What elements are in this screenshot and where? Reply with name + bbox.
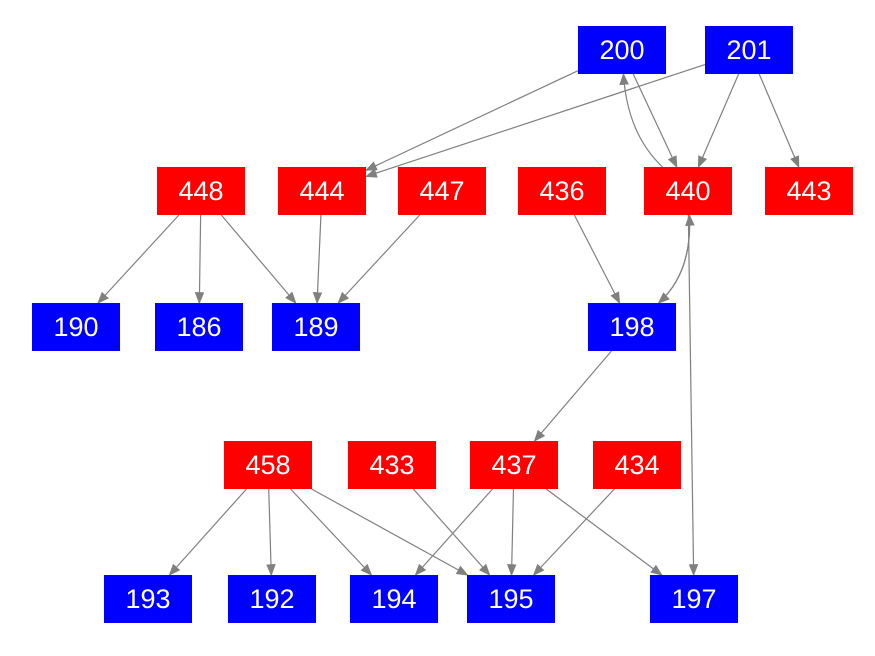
graph-node-448[interactable]: 448 xyxy=(157,167,245,215)
graph-node-label: 189 xyxy=(293,311,339,342)
graph-node-label: 195 xyxy=(488,583,534,614)
graph-node-label: 192 xyxy=(249,583,295,614)
graph-edge-200-to-444 xyxy=(364,70,579,171)
graph-node-label: 186 xyxy=(176,311,222,342)
graph-node-label: 444 xyxy=(299,175,345,206)
graph-node-label: 437 xyxy=(491,449,537,480)
graph-edge-447-to-189 xyxy=(337,214,421,304)
graph-edge-198-to-440 xyxy=(658,213,695,304)
edge-group xyxy=(97,63,800,577)
graph-node-443[interactable]: 443 xyxy=(765,167,853,215)
graph-node-186[interactable]: 186 xyxy=(155,303,243,351)
graph-node-label: 194 xyxy=(371,583,417,614)
graph-edge-198-to-437 xyxy=(533,350,612,442)
graph-edge-444-to-189 xyxy=(312,214,323,305)
graph-edge-458-to-192 xyxy=(266,488,276,577)
graph-edge-440-to-197 xyxy=(687,214,699,577)
graph-edge-440-to-200 xyxy=(619,72,663,168)
graph-edge-201-to-443 xyxy=(758,73,800,169)
graph-edge-436-to-198 xyxy=(573,214,621,305)
graph-node-190[interactable]: 190 xyxy=(32,303,120,351)
graph-edge-437-to-197 xyxy=(545,488,663,576)
graph-node-192[interactable]: 192 xyxy=(228,575,316,623)
graph-node-436[interactable]: 436 xyxy=(518,167,606,215)
graph-node-437[interactable]: 437 xyxy=(470,441,558,489)
graph-edge-433-to-195 xyxy=(412,488,491,576)
graph-edge-434-to-195 xyxy=(532,488,615,576)
graph-node-444[interactable]: 444 xyxy=(278,167,366,215)
graph-node-label: 197 xyxy=(671,583,717,614)
graph-edge-458-to-194 xyxy=(290,488,373,576)
graph-node-194[interactable]: 194 xyxy=(350,575,438,623)
graph-node-label: 201 xyxy=(726,34,772,65)
graph-node-458[interactable]: 458 xyxy=(224,441,312,489)
graph-node-label: 443 xyxy=(786,175,832,206)
graph-node-label: 190 xyxy=(53,311,99,342)
graph-edge-448-to-186 xyxy=(194,214,205,305)
graph-edge-458-to-193 xyxy=(168,488,247,576)
graph-node-label: 458 xyxy=(245,449,291,480)
graph-node-198[interactable]: 198 xyxy=(588,303,676,351)
graph-node-label: 448 xyxy=(178,175,224,206)
graph-node-label: 198 xyxy=(609,311,655,342)
graph-node-label: 440 xyxy=(665,175,711,206)
graph-node-label: 434 xyxy=(614,449,660,480)
graph-node-200[interactable]: 200 xyxy=(578,26,666,74)
graph-node-label: 433 xyxy=(369,449,415,480)
graph-node-label: 447 xyxy=(419,175,465,206)
graph-node-440[interactable]: 440 xyxy=(644,167,732,215)
graph-node-434[interactable]: 434 xyxy=(593,441,681,489)
graph-node-195[interactable]: 195 xyxy=(467,575,555,623)
graph-node-201[interactable]: 201 xyxy=(705,26,793,74)
graph-edge-437-to-195 xyxy=(506,488,517,577)
graph-node-label: 436 xyxy=(539,175,585,206)
graph-edge-458-to-195 xyxy=(311,488,469,576)
graph-node-447[interactable]: 447 xyxy=(398,167,486,215)
graph-node-label: 200 xyxy=(599,34,645,65)
graph-node-193[interactable]: 193 xyxy=(104,575,192,623)
graph-edge-437-to-194 xyxy=(414,488,493,576)
graph-node-433[interactable]: 433 xyxy=(348,441,436,489)
graph-edge-200-to-440 xyxy=(632,73,678,169)
graph-edge-201-to-440 xyxy=(697,73,740,169)
graph-edge-201-to-444 xyxy=(364,63,706,178)
graph-node-197[interactable]: 197 xyxy=(650,575,738,623)
graph-edge-448-to-190 xyxy=(97,214,180,304)
graph-edge-448-to-189 xyxy=(220,214,297,304)
graph-node-189[interactable]: 189 xyxy=(272,303,360,351)
graph-node-label: 193 xyxy=(125,583,171,614)
